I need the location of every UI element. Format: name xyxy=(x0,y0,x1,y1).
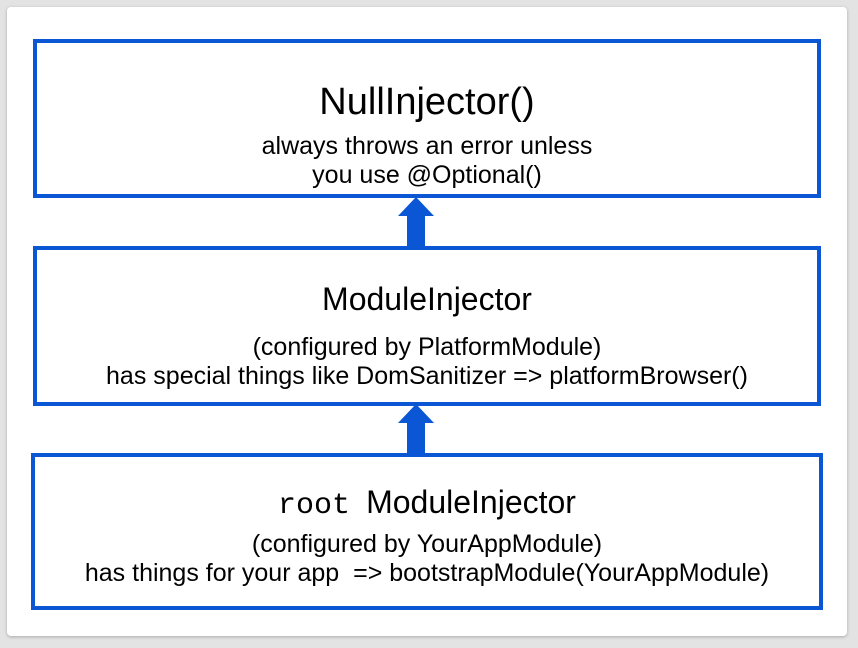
module-injector-box: ModuleInjector (configured by PlatformMo… xyxy=(33,246,821,406)
root-module-injector-title-row: root ModuleInjector xyxy=(35,483,819,525)
null-injector-desc-line-1: always throws an error unless xyxy=(261,132,593,160)
null-injector-desc-line-2: you use @Optional() xyxy=(312,161,542,189)
arrow-up-icon xyxy=(398,404,434,456)
null-injector-title: NullInjector() xyxy=(319,81,535,123)
root-module-injector-desc-line-1: (configured by YourAppModule) xyxy=(251,530,603,558)
root-module-injector-desc-line-2: has things for your app => bootstrapModu… xyxy=(84,559,770,587)
arrow-shape xyxy=(398,404,434,456)
root-module-injector-box: root ModuleInjector (configured by YourAp… xyxy=(31,453,823,610)
null-injector-box: NullInjector() always throws an error un… xyxy=(33,39,821,198)
module-injector-desc-line-2: has special things like DomSanitizer => … xyxy=(106,362,748,390)
arrow-shape xyxy=(398,197,434,249)
root-code-label: root xyxy=(278,489,351,523)
root-module-injector-title: ModuleInjector xyxy=(366,484,576,520)
arrow-up-icon xyxy=(398,197,434,249)
module-injector-title: ModuleInjector xyxy=(322,281,532,317)
module-injector-desc-line-1: (configured by PlatformModule) xyxy=(252,333,602,361)
